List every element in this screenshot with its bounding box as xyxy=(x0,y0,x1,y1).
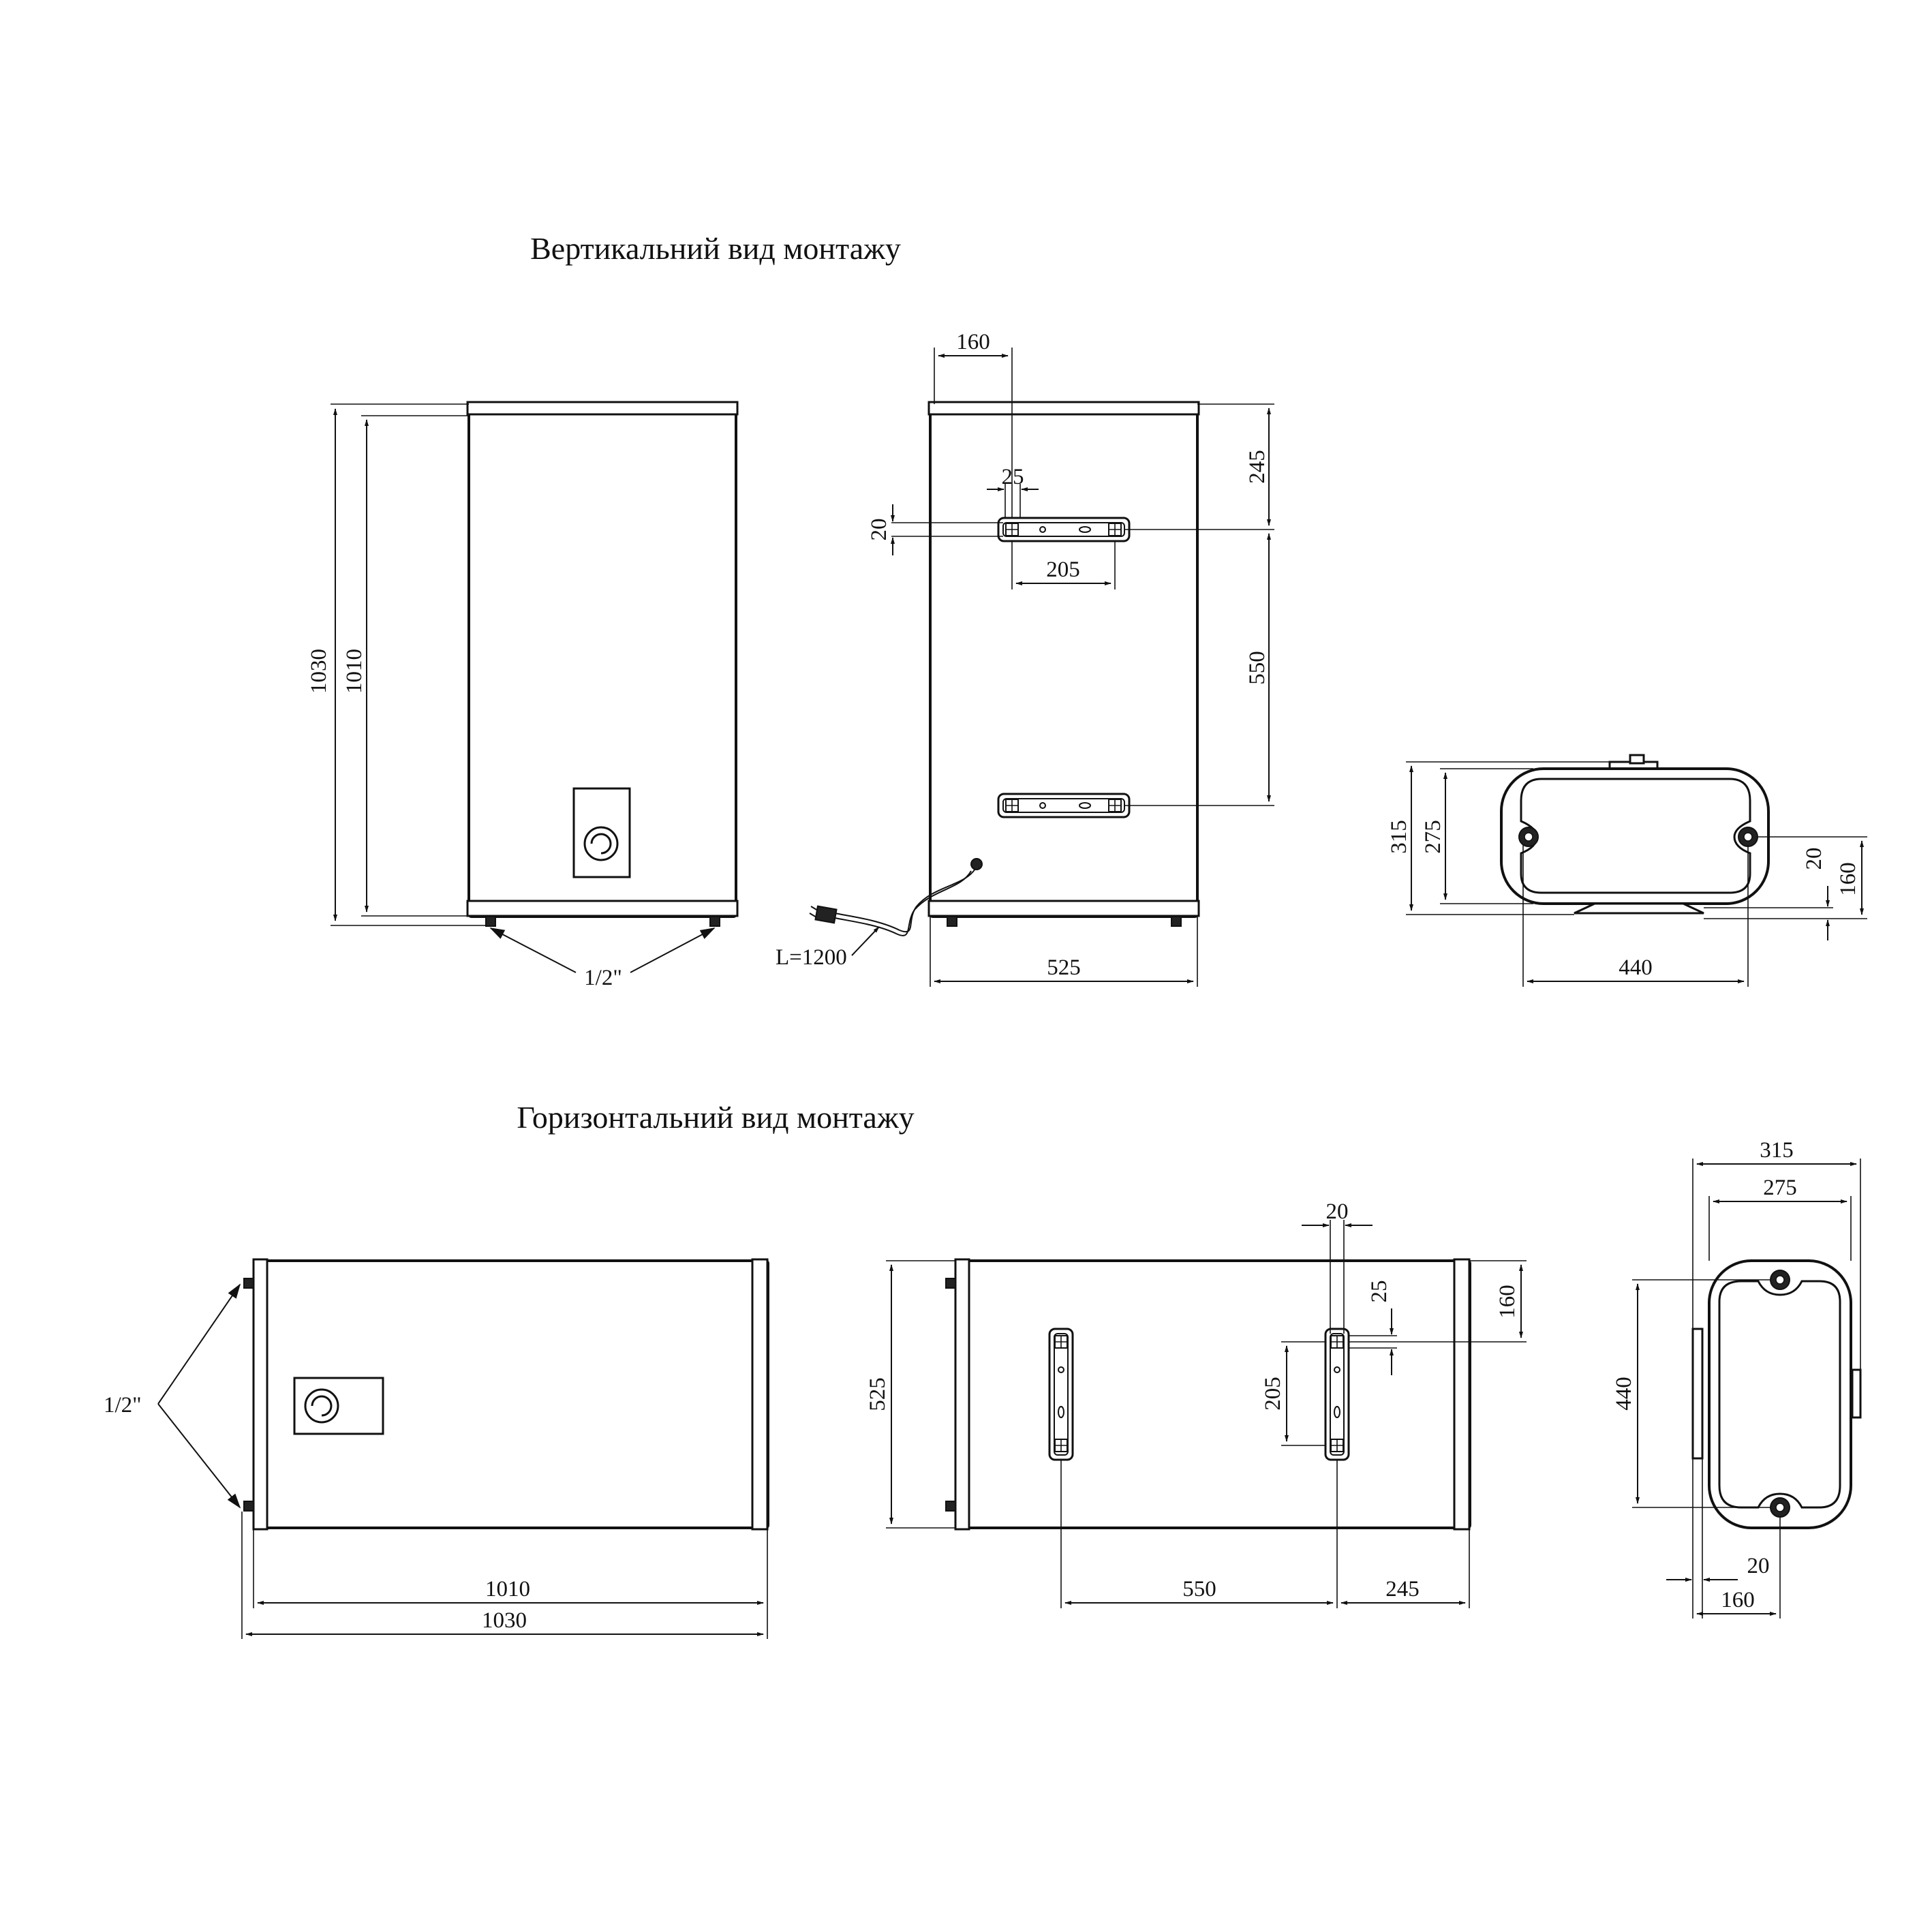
dim-width-440: 440 xyxy=(1619,955,1653,980)
dim-bracket-205: 205 xyxy=(1046,557,1080,582)
dim-bracket-20-horizontal: 20 xyxy=(1326,1199,1349,1224)
dim-gap-160-side: 160 xyxy=(1721,1588,1755,1612)
dim-bracket-25: 25 xyxy=(1002,465,1024,489)
dim-gap-160: 160 xyxy=(1836,862,1860,896)
vertical-back-view: L=1200 160 25 20 205 245 550 525 xyxy=(776,330,1274,987)
vertical-top-view: 315 275 20 160 440 xyxy=(1387,754,1867,987)
dim-top-245: 245 xyxy=(1245,450,1270,484)
pipe-thread-label: 1/2" xyxy=(584,966,622,990)
dim-bracket-205-horizontal: 205 xyxy=(1261,1377,1285,1411)
dim-height-440-side: 440 xyxy=(1612,1377,1636,1411)
dim-width-315-side: 315 xyxy=(1760,1138,1794,1163)
dim-height-1030: 1030 xyxy=(307,649,331,694)
dim-bracket-25-horizontal: 25 xyxy=(1367,1281,1392,1303)
dim-gap-20: 20 xyxy=(1802,848,1826,870)
dim-width-275-side: 275 xyxy=(1763,1176,1797,1200)
dim-spacing-550-horizontal: 550 xyxy=(1182,1577,1216,1601)
dim-width-525: 525 xyxy=(1047,955,1081,980)
dim-end-245: 245 xyxy=(1385,1577,1420,1601)
vertical-front-view: 1030 1010 1/2" xyxy=(307,401,739,990)
horizontal-front-view: 1/2" 1010 1030 xyxy=(104,1258,769,1639)
horizontal-side-view: 315 275 440 20 160 xyxy=(1612,1138,1862,1619)
dim-offset-160: 160 xyxy=(956,330,990,354)
dim-depth-315: 315 xyxy=(1387,820,1411,854)
dim-height-1010: 1010 xyxy=(342,649,367,694)
horizontal-mount-title: Горизонтальний вид монтажу xyxy=(517,1100,914,1135)
dim-length-1030: 1030 xyxy=(482,1608,527,1633)
horizontal-back-view: 525 20 25 160 205 550 245 xyxy=(865,1199,1527,1608)
vertical-mount-title: Вертикальний вид монтажу xyxy=(530,231,901,266)
dim-edge-160: 160 xyxy=(1495,1285,1520,1319)
cable-length-label: L=1200 xyxy=(776,945,847,970)
pipe-thread-label-horizontal: 1/2" xyxy=(104,1393,142,1417)
dim-length-1010: 1010 xyxy=(485,1577,530,1601)
dim-gap-20-side: 20 xyxy=(1747,1554,1770,1578)
dim-bracket-20: 20 xyxy=(867,519,891,541)
dim-depth-275: 275 xyxy=(1421,820,1445,854)
dim-height-525: 525 xyxy=(865,1377,890,1411)
dim-spacing-550: 550 xyxy=(1245,651,1270,685)
